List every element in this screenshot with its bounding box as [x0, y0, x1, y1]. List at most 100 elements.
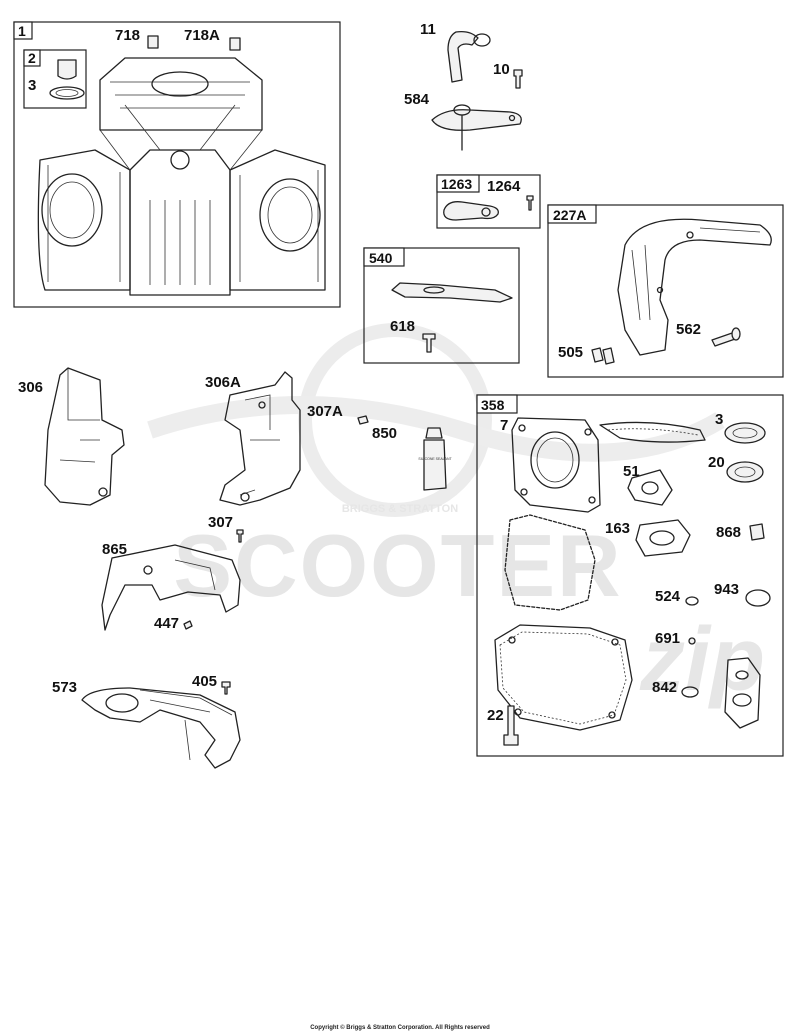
- box-2-label: 2: [28, 50, 36, 66]
- part-573-shroud: [81, 687, 241, 769]
- label-3-seal-set: 3: [715, 411, 723, 428]
- label-51: 51: [623, 463, 640, 480]
- label-7: 7: [500, 417, 508, 434]
- box-1-frame: [13, 21, 341, 308]
- group-358: 358 7 3 51 20 163 868 524: [476, 394, 784, 757]
- label-718a: 718A: [184, 27, 220, 44]
- label-618: 618: [390, 318, 415, 335]
- box-1263-label: 1263: [441, 176, 472, 192]
- group-breather: 11 10 584: [404, 21, 523, 151]
- box-540-frame: [363, 247, 520, 364]
- part-307a-screw: [357, 415, 369, 425]
- box-227a-frame: [547, 204, 784, 378]
- box-227a-label: 227A: [553, 207, 586, 223]
- label-850: 850: [372, 425, 397, 442]
- label-306: 306: [18, 379, 43, 396]
- group-engine-block: 1 2 3 718 718A: [13, 21, 341, 308]
- group-540: 540 618: [363, 247, 520, 364]
- label-11: 11: [420, 21, 436, 38]
- label-307: 307: [208, 514, 233, 531]
- part-524-oring: [685, 596, 699, 606]
- label-524: 524: [655, 588, 681, 605]
- label-22: 22: [487, 707, 504, 724]
- group-air-guides: 306 306A 307A 850 SILICONE SEALANT 307: [18, 367, 452, 543]
- part-865-baffle: [101, 544, 241, 631]
- label-573: 573: [52, 679, 77, 696]
- watermark-swoosh: [147, 396, 725, 462]
- part-exhaust-gasket: [724, 657, 761, 729]
- part-691-washer: [688, 637, 696, 645]
- label-562: 562: [676, 321, 701, 338]
- part-227a-bracket: [617, 218, 772, 356]
- label-3-seal: 3: [28, 77, 36, 94]
- label-10: 10: [493, 61, 510, 78]
- part-163-gasket: [635, 519, 691, 557]
- label-865: 865: [102, 541, 127, 558]
- tube-label: SILICONE SEALANT: [418, 457, 452, 461]
- copyright-notice: Copyright © Briggs & Stratton Corporatio…: [310, 1025, 490, 1031]
- box-1-tag: [13, 21, 33, 40]
- part-1-cylinder-block: [37, 57, 326, 296]
- label-691: 691: [655, 630, 680, 647]
- label-505: 505: [558, 344, 583, 361]
- part-3-seal-set: [724, 422, 766, 444]
- box-1-label: 1: [18, 23, 26, 39]
- box-358-label: 358: [481, 397, 505, 413]
- part-447-screw: [183, 620, 193, 630]
- label-1264: 1264: [487, 178, 521, 195]
- part-718-dowel: [147, 35, 159, 49]
- part-7-head-gasket: [511, 417, 601, 513]
- part-crankcase-gasket: [504, 514, 596, 611]
- watermark: BRIGGS & STRATTON SCOOTER zip: [147, 323, 765, 710]
- part-405-screw: [221, 681, 231, 695]
- label-718: 718: [115, 27, 140, 44]
- label-842: 842: [652, 679, 677, 696]
- label-163: 163: [605, 520, 630, 537]
- label-447: 447: [154, 615, 179, 632]
- label-405: 405: [192, 673, 217, 690]
- label-868: 868: [716, 524, 741, 541]
- part-307-screw: [236, 529, 244, 543]
- part-842-oring: [681, 686, 699, 698]
- box-358-frame: [476, 394, 784, 757]
- part-850-sealant-tube: SILICONE SEALANT: [418, 427, 452, 491]
- part-718a-dowel: [229, 37, 241, 51]
- part-51-gasket: [627, 469, 673, 506]
- part-868-insert: [749, 523, 765, 541]
- part-valve-cover-gasket: [599, 421, 706, 443]
- watermark-title: SCOOTER: [173, 516, 622, 615]
- part-11-tube: [447, 30, 479, 83]
- part-22-bolt: [503, 705, 519, 746]
- label-584: 584: [404, 91, 430, 108]
- group-573: 573 405: [52, 673, 241, 769]
- group-865: 865 447: [101, 541, 241, 632]
- part-584-plate: [431, 109, 522, 131]
- label-20: 20: [708, 454, 725, 471]
- watermark-ring: [298, 323, 492, 517]
- part-1264-screw: [526, 195, 534, 211]
- part-sump-gasket: [494, 624, 633, 731]
- part-20-seal: [726, 461, 764, 483]
- box-2-frame: [23, 49, 87, 109]
- group-1263: 1263 1264: [436, 174, 541, 229]
- box-1263-frame: [436, 174, 541, 229]
- watermark-brand: BRIGGS & STRATTON: [342, 503, 458, 515]
- box-2-tag: [23, 49, 41, 67]
- label-307a: 307A: [307, 403, 343, 420]
- part-306-guide: [44, 367, 125, 506]
- box-358-tag: [476, 394, 518, 414]
- watermark-script: zip: [639, 610, 765, 710]
- part-3-seal: [49, 86, 85, 100]
- part-2-bushing: [57, 59, 77, 80]
- part-505-nut: [591, 347, 604, 363]
- box-227a-tag: [547, 204, 597, 224]
- part-306a-guide: [219, 371, 301, 506]
- box-540-tag: [363, 247, 405, 267]
- label-943: 943: [714, 581, 739, 598]
- box-540-label: 540: [369, 250, 393, 266]
- part-618-screw: [422, 333, 436, 353]
- part-10-screw: [513, 69, 523, 89]
- group-227a: 227A 562 505: [547, 204, 784, 378]
